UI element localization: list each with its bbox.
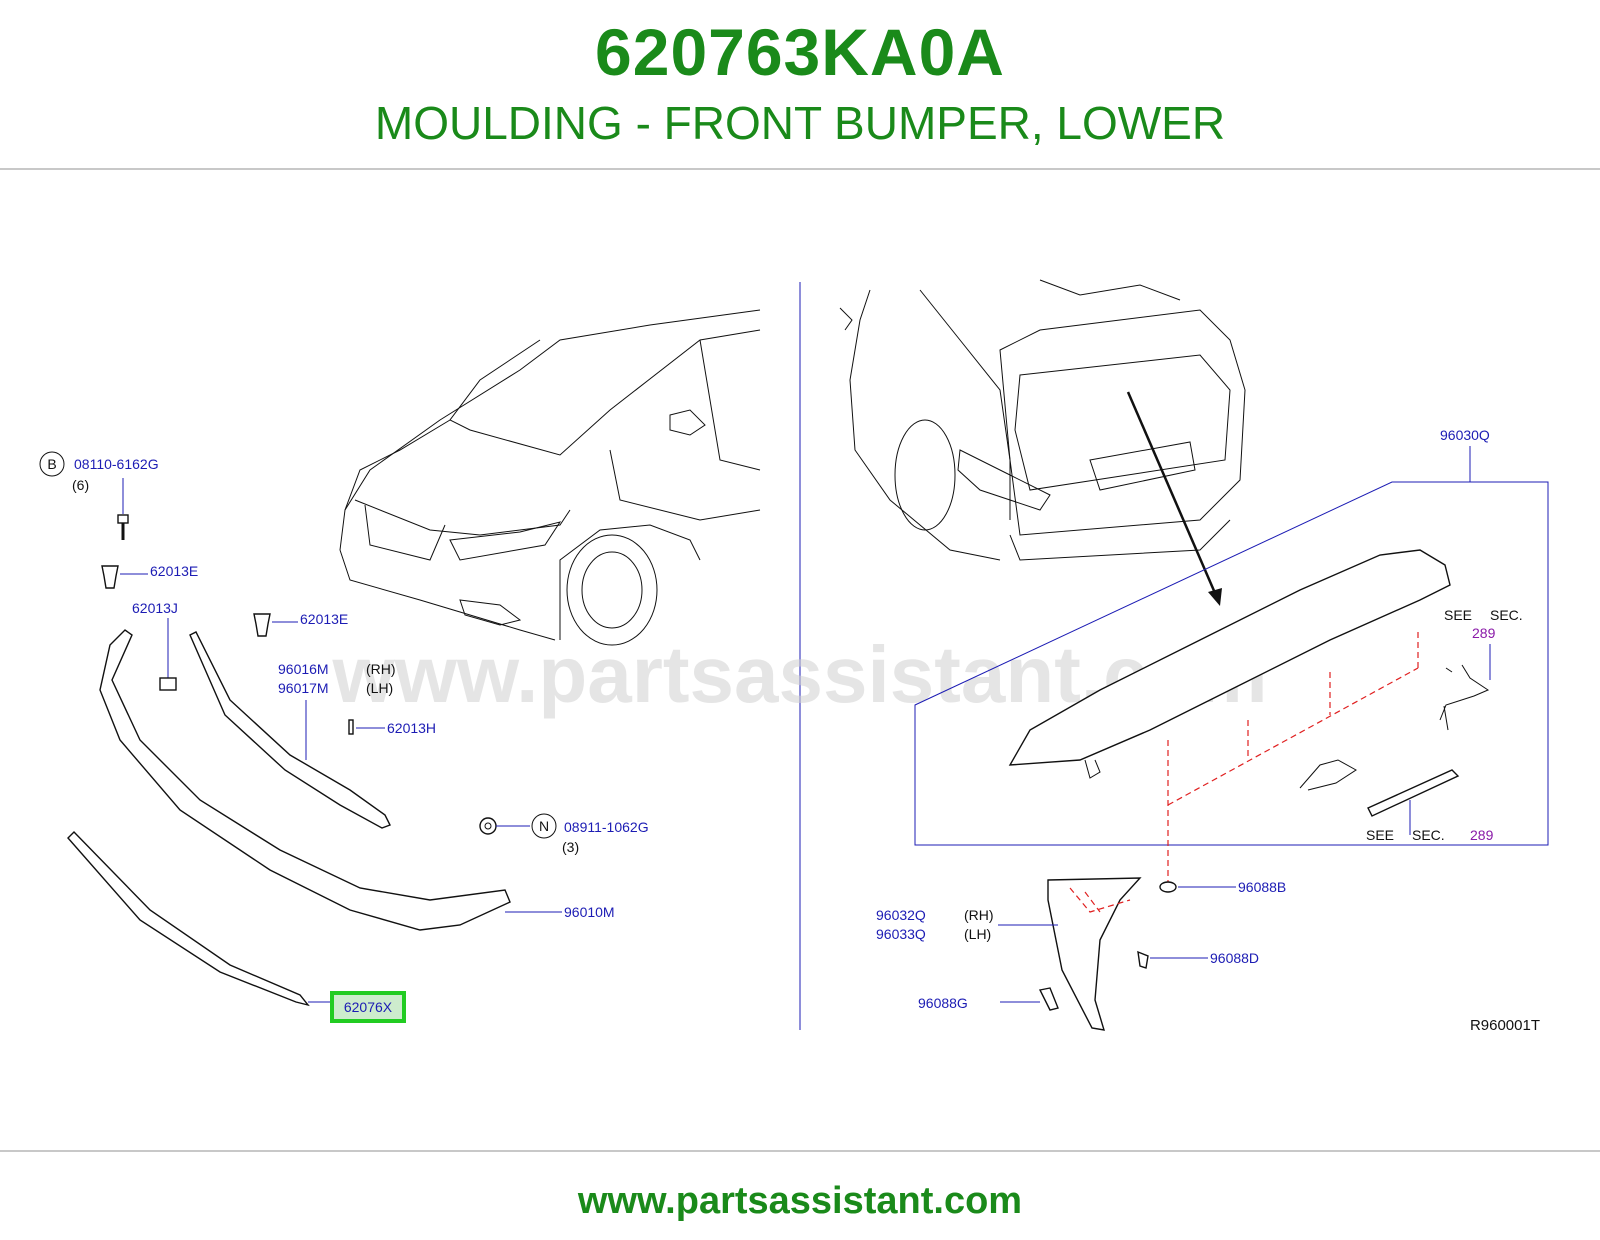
highlight-box[interactable] (330, 991, 406, 1023)
pointer-arrow-head (1208, 588, 1222, 606)
nut-circle-letter: N (539, 818, 549, 834)
cover-96032q-label[interactable]: 96032Q (876, 907, 926, 923)
see-sec-2-sec: SEC. (1412, 827, 1445, 843)
nut-qty: (3) (562, 839, 579, 855)
spoiler-assy-box (914, 481, 1549, 846)
pointer-arrow-shaft (1126, 391, 1220, 601)
clip-62013h-label[interactable]: 62013H (387, 720, 436, 736)
diagram-ref-code: R960001T (1470, 1017, 1540, 1034)
grommet-96088b-label[interactable]: 96088B (1238, 879, 1286, 895)
moulding-lh-side: (LH) (366, 680, 393, 696)
clip-h-icon (348, 719, 354, 735)
screw-96088d-label[interactable]: 96088D (1210, 950, 1259, 966)
clip-e1-icon (101, 565, 119, 589)
lower-spoiler-part (99, 629, 511, 931)
see-sec-1-see: SEE (1444, 607, 1472, 623)
lower-moulding-part (67, 831, 310, 1007)
footer-divider (0, 1150, 1600, 1152)
clip-e2-icon (253, 613, 271, 637)
front-car-illustration (339, 309, 761, 646)
clip-62013e-label-2[interactable]: 62013E (300, 611, 348, 627)
spoiler-cover-part (1047, 877, 1142, 1031)
clip-62013e-label-1[interactable]: 62013E (150, 563, 198, 579)
parts-diagram: www.partsassistant.com B 08110-6162G (6)… (0, 260, 1600, 1080)
rear-car-illustration (839, 279, 1246, 561)
grommet-icon (1159, 881, 1177, 893)
seal-96088g-label[interactable]: 96088G (918, 995, 968, 1011)
highlighted-part-label[interactable]: 62076X (344, 999, 393, 1015)
header-divider (0, 168, 1600, 170)
moulding-96016m-label[interactable]: 96016M (278, 661, 329, 677)
see-sec-1-sec: SEC. (1490, 607, 1523, 623)
stop-lamp-part (1367, 769, 1460, 817)
see-sec-2-see: SEE (1366, 827, 1394, 843)
cover-lh-side: (LH) (964, 926, 991, 942)
moulding-96017m-label[interactable]: 96017M (278, 680, 329, 696)
cover-rh-side: (RH) (964, 907, 994, 923)
moulding-rh-side: (RH) (366, 661, 396, 677)
diagram-svg: www.partsassistant.com B 08110-6162G (6)… (39, 279, 1549, 1034)
screw-icon (1137, 950, 1149, 969)
bolt-qty: (6) (72, 477, 89, 493)
side-moulding-part (189, 631, 391, 829)
footer-site-link[interactable]: www.partsassistant.com (577, 1180, 1023, 1222)
cover-96033q-label[interactable]: 96033Q (876, 926, 926, 942)
see-sec-1-number[interactable]: 289 (1472, 625, 1496, 641)
bolt-part-label[interactable]: 08110-6162G (74, 456, 159, 472)
part-description: MOULDING - FRONT BUMPER, LOWER (374, 97, 1226, 149)
seal-icon (1038, 987, 1059, 1011)
clip-62013j-label[interactable]: 62013J (132, 600, 178, 616)
bolt-icon (39, 451, 129, 540)
spoiler-96010m-label[interactable]: 96010M (564, 904, 615, 920)
clip-j-icon (159, 677, 177, 691)
nut-part-label[interactable]: 08911-1062G (564, 819, 649, 835)
see-sec-2-number[interactable]: 289 (1470, 827, 1494, 843)
spoiler-assy-96030q-label[interactable]: 96030Q (1440, 427, 1490, 443)
wiring-harness-icon (1299, 664, 1490, 791)
part-number-title: 620763KA0A (595, 15, 1005, 89)
bolt-circle-letter: B (47, 456, 56, 472)
dashed-guides (1167, 632, 1419, 885)
rear-spoiler-part (1008, 549, 1451, 766)
